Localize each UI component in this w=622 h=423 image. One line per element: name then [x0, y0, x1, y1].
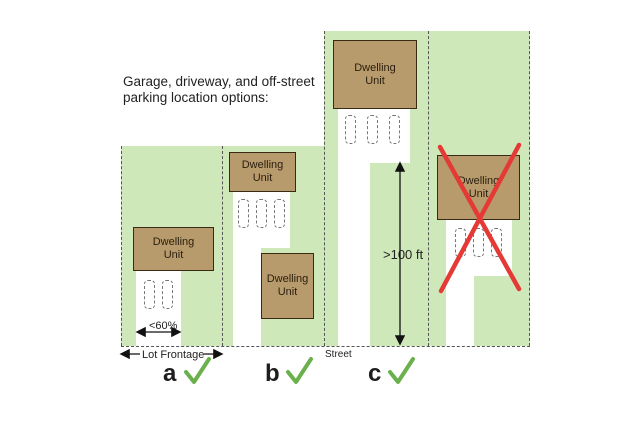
- dwelling-unit-b-rear: Dwelling Unit: [229, 152, 296, 192]
- option-label-b: b: [265, 360, 280, 387]
- lot-line-b-c: [324, 31, 325, 346]
- caption: Garage, driveway, and off-street parking…: [123, 74, 315, 105]
- driveway-d-lane: [446, 276, 474, 346]
- street-line: [121, 346, 530, 347]
- parking-space: [345, 115, 356, 144]
- lot-line-a-b: [222, 146, 223, 346]
- check-icon-b: [286, 357, 313, 384]
- dwelling-unit-b-rear-label: Dwelling Unit: [241, 159, 284, 184]
- dwelling-unit-c-label: Dwelling Unit: [354, 61, 396, 87]
- driveway-b-lane: [233, 248, 261, 346]
- dwelling-unit-b-front-label: Dwelling Unit: [266, 273, 309, 298]
- check-icon-c: [388, 357, 415, 384]
- check-icon-a: [184, 357, 211, 384]
- parking-space: [256, 199, 267, 228]
- option-label-c: c: [368, 360, 382, 387]
- parking-space: [144, 280, 155, 309]
- lot-line-d-right: [529, 31, 530, 346]
- lot-frontage-label: Lot Frontage: [142, 349, 205, 361]
- parking-space: [367, 115, 378, 144]
- option-label-a: a: [163, 360, 177, 387]
- parking-space: [274, 199, 285, 228]
- dwelling-unit-c: Dwelling Unit: [333, 40, 417, 109]
- driveway-c-lane: [338, 163, 370, 346]
- parking-space: [389, 115, 400, 144]
- parking-space: [162, 280, 173, 309]
- dwelling-unit-b-front: Dwelling Unit: [261, 253, 314, 319]
- cross-icon-stroke-2: [438, 142, 522, 294]
- parking-space: [473, 228, 484, 257]
- lot-line-c-d: [428, 31, 429, 346]
- dwelling-unit-d-label: Dwelling Unit: [457, 174, 500, 200]
- street-label: Street: [325, 349, 352, 360]
- dwelling-unit-a: Dwelling Unit: [133, 227, 214, 271]
- lot-line-a-left: [121, 146, 122, 346]
- dwelling-unit-a-label: Dwelling Unit: [152, 236, 195, 261]
- parking-space: [238, 199, 249, 228]
